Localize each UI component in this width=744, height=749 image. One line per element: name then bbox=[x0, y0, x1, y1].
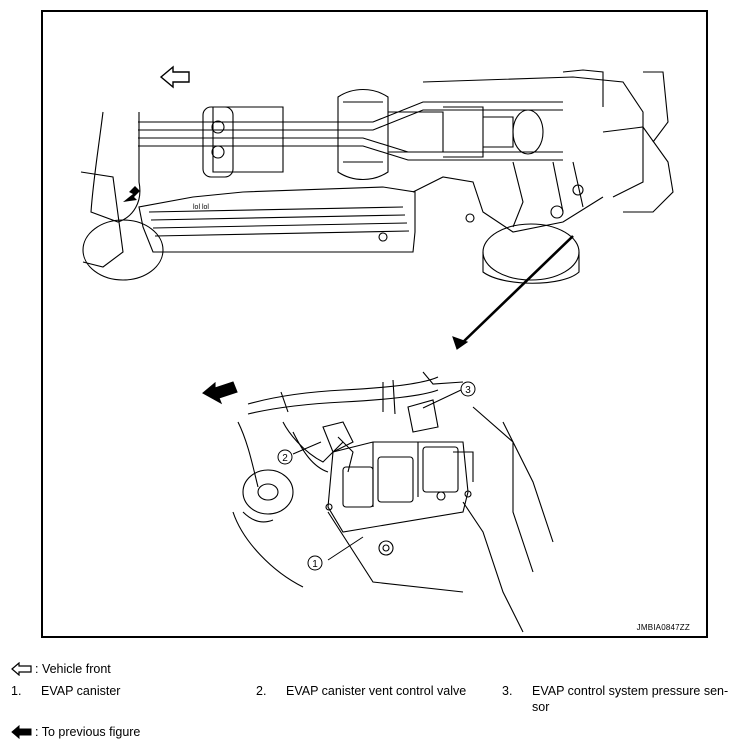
callout-2: 2 bbox=[277, 449, 293, 465]
vehicle-front-label: : Vehicle front bbox=[35, 662, 111, 676]
svg-text:2: 2 bbox=[282, 453, 288, 464]
previous-figure-label: : To previous figure bbox=[35, 725, 141, 739]
callout-3: 3 bbox=[460, 381, 476, 397]
svg-text:3: 3 bbox=[465, 385, 471, 396]
item-number: 3. bbox=[502, 684, 513, 698]
item-text: EVAP canister vent control valve bbox=[286, 684, 467, 698]
legend-vehicle-front: : Vehicle front bbox=[11, 662, 111, 676]
item-text: EVAP canister bbox=[41, 684, 121, 698]
evap-canister-illustration: lol lol bbox=[80, 65, 674, 633]
item-number: 1. bbox=[11, 684, 22, 698]
underbody-overview-drawing: lol lol bbox=[80, 69, 674, 350]
legend-previous-figure: : To previous figure bbox=[11, 725, 140, 739]
item-text: EVAP control system pressure sen- bbox=[532, 684, 729, 698]
item-number: 2. bbox=[256, 684, 267, 698]
figure-code: JMBIA0847ZZ bbox=[636, 623, 690, 632]
hollow-left-arrow-icon bbox=[11, 662, 33, 676]
svg-text:1: 1 bbox=[312, 559, 318, 570]
figure-frame: lol lol bbox=[41, 10, 708, 638]
evap-canister-detail-drawing bbox=[202, 371, 554, 633]
item-text: sor bbox=[532, 700, 550, 714]
callout-1: 1 bbox=[307, 555, 323, 571]
callout-numbers: 1 2 3 bbox=[277, 381, 476, 571]
vehicle-front-arrow-icon bbox=[159, 65, 190, 89]
svg-text:lol lol: lol lol bbox=[193, 204, 209, 211]
solid-left-arrow-icon bbox=[11, 725, 33, 739]
